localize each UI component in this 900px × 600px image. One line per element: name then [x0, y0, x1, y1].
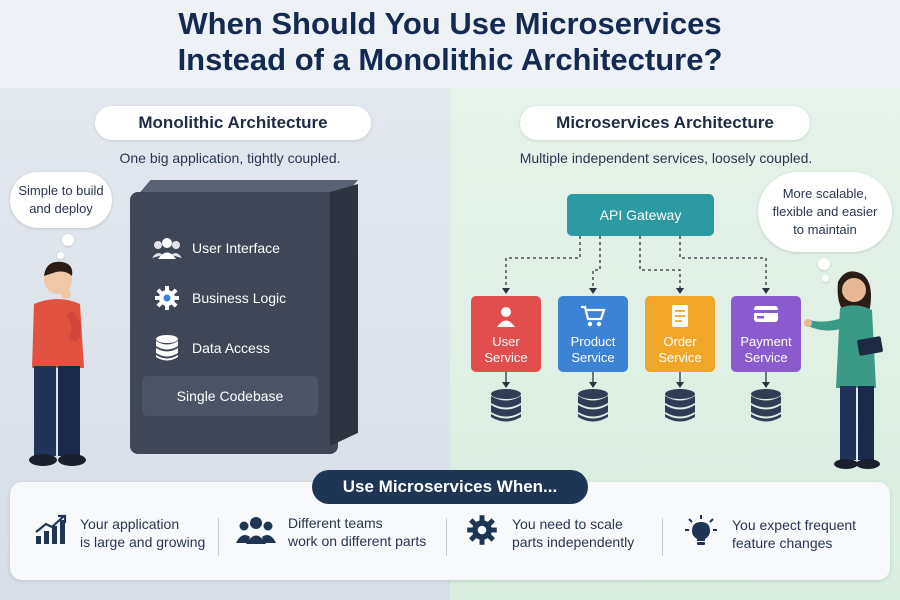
order-database-icon: [665, 389, 695, 422]
microservices-heading: Microservices Architecture: [520, 106, 810, 140]
card-icon: [731, 304, 801, 330]
microservices-subtitle: Multiple independent services, loosely c…: [519, 150, 813, 166]
team-icon: [236, 515, 276, 550]
monolith-subtitle: One big application, tightly coupled.: [119, 150, 341, 166]
layer-data-access: Data Access: [142, 326, 318, 370]
gear-icon: [142, 285, 192, 311]
order-service-box: Order Service: [645, 296, 715, 372]
thought-dot: [818, 258, 830, 270]
database-icon: [142, 334, 192, 362]
growth-chart-icon: [34, 514, 68, 551]
product-service-box: Product Service: [558, 296, 628, 372]
product-database-icon: [578, 389, 608, 422]
cart-icon: [558, 304, 628, 330]
user-service-box: User Service: [471, 296, 541, 372]
thought-dot: [57, 252, 64, 259]
receipt-icon: [645, 304, 715, 330]
developer-man-illustration: [29, 261, 86, 466]
server-block-side: [330, 184, 358, 446]
divider: [218, 518, 219, 556]
api-gateway-box: API Gateway: [567, 194, 714, 236]
monolith-heading: Monolithic Architecture: [95, 106, 371, 140]
lightbulb-icon: [684, 514, 718, 553]
thought-dot: [822, 275, 829, 282]
divider: [446, 518, 447, 556]
payment-database-icon: [751, 389, 781, 422]
developer-woman-illustration: [804, 271, 883, 469]
users-icon: [142, 236, 192, 260]
microservices-thought-bubble: More scalable, flexible and easier to ma…: [758, 172, 892, 252]
user-icon: [471, 304, 541, 330]
payment-service-box: Payment Service: [731, 296, 801, 372]
single-codebase-label: Single Codebase: [142, 376, 318, 416]
gear-icon: [466, 514, 498, 551]
monolith-thought-bubble: Simple to build and deploy: [10, 172, 112, 228]
user-database-icon: [491, 389, 521, 422]
layer-business-logic: Business Logic: [142, 276, 318, 320]
divider: [662, 518, 663, 556]
service-connectors: [502, 236, 770, 388]
thought-dot: [62, 234, 74, 246]
page-title: When Should You Use Microservices Instea…: [177, 6, 723, 77]
use-when-heading: Use Microservices When...: [312, 470, 588, 504]
layer-user-interface: User Interface: [142, 226, 318, 270]
